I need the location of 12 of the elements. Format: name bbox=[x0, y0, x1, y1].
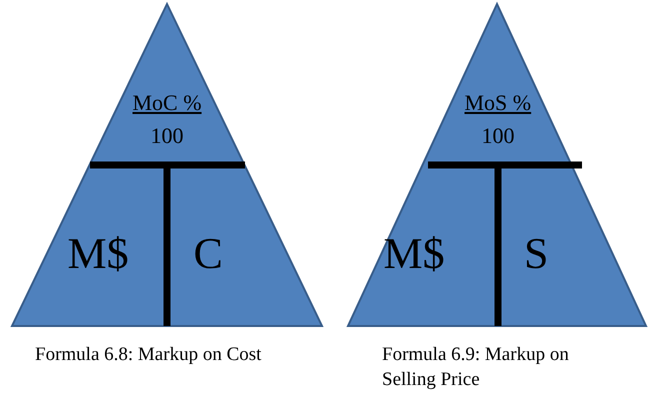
formula-variable: M$ bbox=[68, 232, 129, 276]
fraction-denominator: 100 bbox=[150, 125, 184, 147]
fraction-numerator: MoC % bbox=[132, 92, 202, 114]
fraction-numerator: MoS % bbox=[464, 92, 532, 114]
formula-variable: C bbox=[194, 232, 223, 276]
formula-variable: S bbox=[524, 232, 548, 276]
formula-triangle bbox=[346, 0, 648, 330]
fraction-denominator: 100 bbox=[482, 125, 514, 147]
formula-caption: Formula 6.9: Markup on Selling Price bbox=[382, 343, 570, 392]
formula-variable: M$ bbox=[384, 232, 445, 276]
formula-caption: Formula 6.8: Markup on Cost bbox=[35, 343, 262, 367]
formula-triangle bbox=[10, 0, 324, 330]
